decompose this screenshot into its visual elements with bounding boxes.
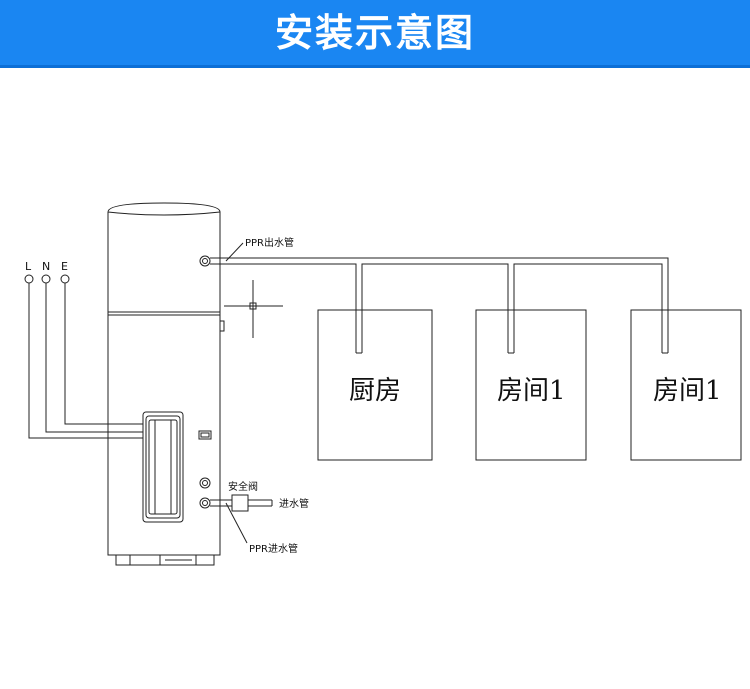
control-panel bbox=[142, 411, 184, 523]
title-banner: 安装示意图 bbox=[0, 0, 750, 68]
terminal-label-n: N bbox=[42, 260, 50, 273]
room-label-room1-b: 房间1 bbox=[653, 376, 722, 406]
terminal-e bbox=[60, 274, 70, 284]
room-label-room1-a: 房间1 bbox=[497, 376, 566, 406]
room-box-kitchen bbox=[317, 309, 433, 461]
installation-diagram: L N E PPR出水管 安全阀 进水管 PPR进水管 厨房 房间1 房间1 bbox=[24, 202, 742, 566]
terminal-label-l: L bbox=[25, 260, 32, 273]
terminal-label-e: E bbox=[61, 260, 68, 273]
terminal-n bbox=[41, 274, 51, 284]
outlet-pipe-network bbox=[210, 257, 669, 354]
room-box-room1-a bbox=[475, 309, 587, 461]
outlet-pipe-label: PPR出水管 bbox=[245, 236, 294, 249]
crosshair-mark bbox=[224, 280, 283, 338]
room-box-room1-b bbox=[630, 309, 742, 461]
inlet-pipe bbox=[210, 494, 273, 512]
room-label-kitchen: 厨房 bbox=[349, 376, 401, 406]
inlet-pipe-label: 进水管 bbox=[279, 497, 309, 510]
safety-valve-label: 安全阀 bbox=[228, 480, 258, 493]
safety-valve-port bbox=[199, 477, 211, 489]
outlet-port bbox=[199, 255, 211, 267]
banner-title: 安装示意图 bbox=[274, 11, 475, 55]
terminal-l bbox=[24, 274, 34, 284]
ppr-inlet-pipe-label: PPR进水管 bbox=[249, 542, 298, 555]
indicator-port bbox=[198, 430, 212, 440]
inlet-port bbox=[199, 497, 211, 509]
power-wires bbox=[24, 274, 143, 439]
water-heater-tank bbox=[107, 202, 225, 566]
